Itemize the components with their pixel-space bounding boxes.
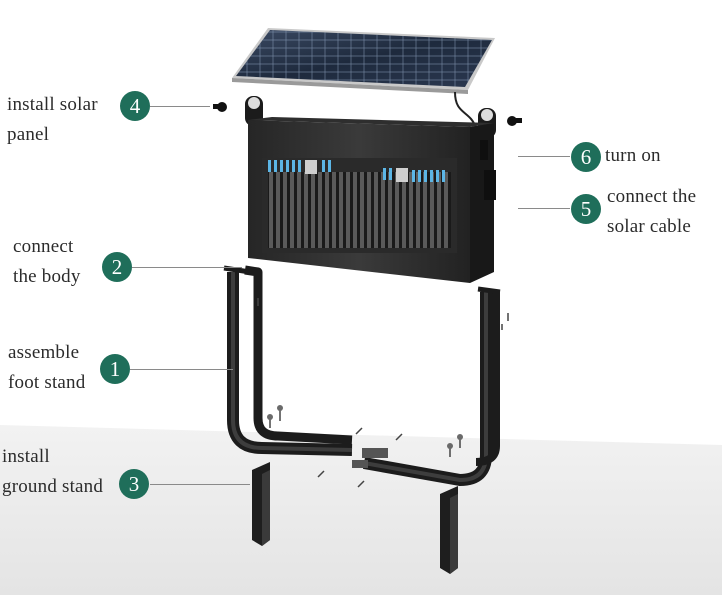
step-1-label: assemble foot stand <box>8 342 86 393</box>
ground-stand-left <box>252 462 270 546</box>
step-2-badge: 2 <box>102 252 132 282</box>
screws <box>257 298 509 488</box>
step-3-badge: 3 <box>119 469 149 499</box>
step-6-badge: 6 <box>571 142 601 172</box>
step-1-badge: 1 <box>100 354 130 384</box>
panel-knob-right <box>507 116 522 126</box>
solar-panel <box>232 28 495 94</box>
ground-stand-right <box>440 486 458 574</box>
step-2-label: connect the body <box>13 236 81 287</box>
leader-line-6 <box>518 156 570 157</box>
leader-line-4 <box>150 106 210 107</box>
main-body <box>245 96 496 283</box>
step-4-label: install solar panel <box>7 94 98 145</box>
step-3-label: install ground stand <box>2 446 104 497</box>
panel-knob-left <box>213 102 227 112</box>
leader-line-3 <box>150 484 250 485</box>
foot-stand-left <box>223 265 353 456</box>
leader-line-1 <box>130 369 233 370</box>
leader-line-2 <box>132 267 242 268</box>
leader-line-5 <box>518 208 570 209</box>
foot-stand-right <box>352 286 501 486</box>
step-5-label: connect the solar cable <box>607 186 697 237</box>
step-5-badge: 5 <box>571 194 601 224</box>
step-6-label: turn on <box>605 145 661 166</box>
step-4-badge: 4 <box>120 91 150 121</box>
